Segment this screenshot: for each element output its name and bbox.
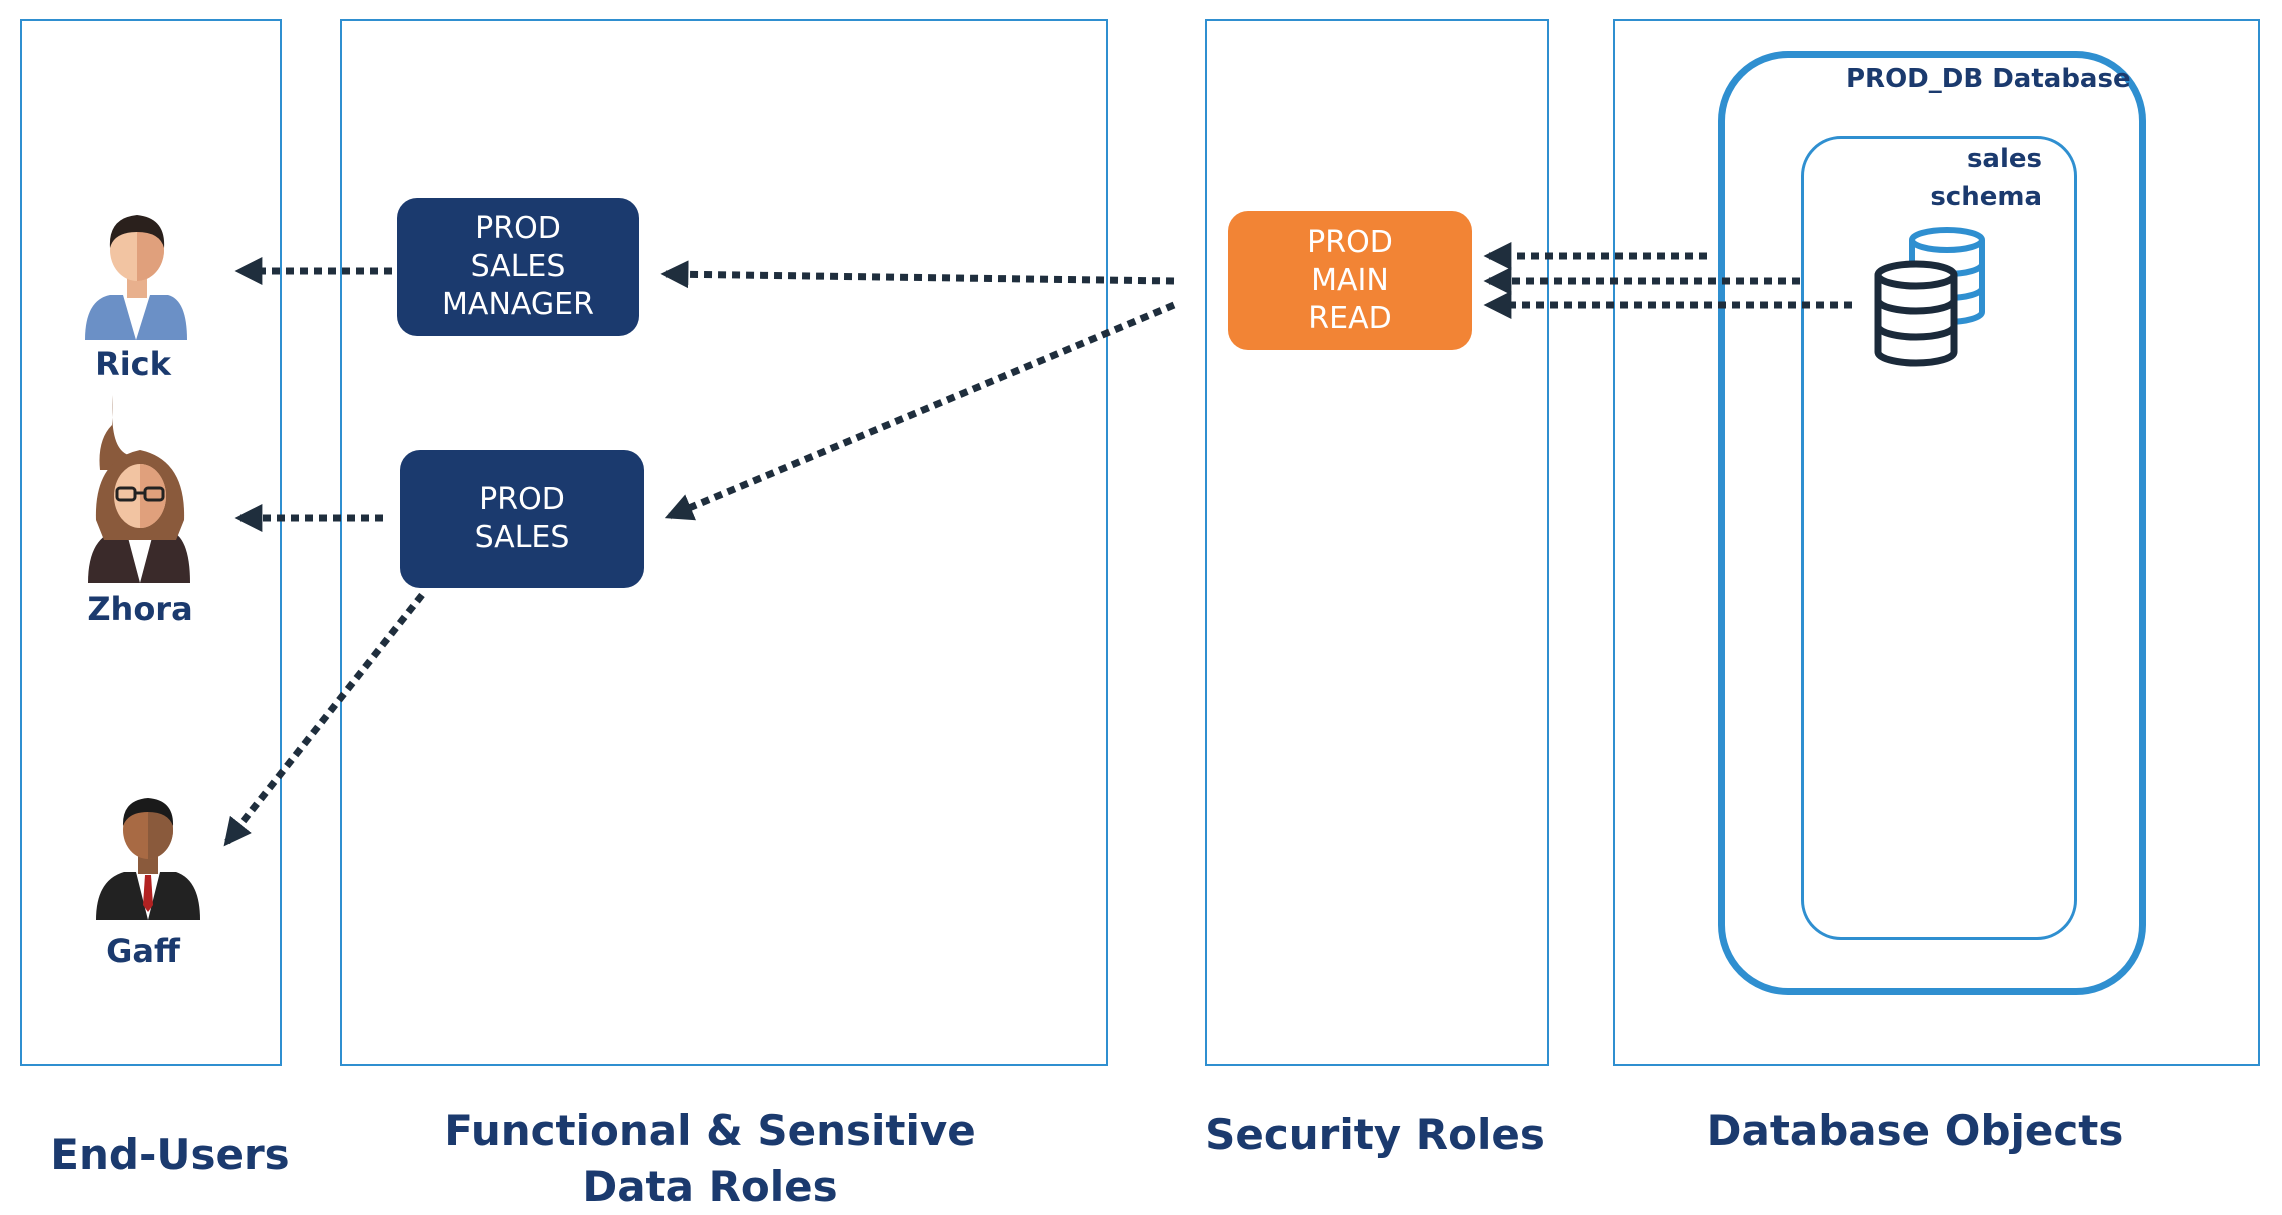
- user-name-rick: Rick: [95, 345, 171, 383]
- prod-db-container: [1718, 51, 2146, 995]
- user-name-zhora: Zhora: [87, 590, 193, 628]
- user-name-gaff: Gaff: [106, 932, 180, 970]
- role-line: SALES: [474, 520, 570, 555]
- schema-title: sales schema: [1930, 140, 2042, 216]
- schema-title-line2: schema: [1930, 182, 2042, 212]
- security-roles-column: [1205, 19, 1549, 1066]
- role-line: MANAGER: [442, 287, 594, 322]
- label-end-users: End-Users: [50, 1130, 290, 1179]
- label-functional-line1: Functional & Sensitive: [444, 1106, 976, 1155]
- db-title: PROD_DB Database: [1846, 64, 2131, 94]
- role-line: MAIN: [1311, 262, 1389, 298]
- role-line: PROD: [479, 482, 565, 517]
- sales-schema-container: [1801, 136, 2077, 940]
- role-prod-sales-manager: PROD SALES MANAGER: [397, 198, 639, 336]
- user-male-icon: [85, 215, 187, 340]
- database-objects-column: [1613, 19, 2260, 1066]
- role-prod-sales: PROD SALES: [400, 450, 644, 588]
- role-line: PROD: [475, 211, 561, 246]
- end-users-column: [20, 19, 282, 1066]
- role-line: SALES: [470, 249, 566, 284]
- label-security-roles: Security Roles: [1205, 1110, 1545, 1159]
- arrow-sales-to-gaff: [223, 592, 425, 847]
- functional-roles-column: [340, 19, 1108, 1066]
- label-database-objects: Database Objects: [1706, 1106, 2124, 1155]
- role-line: PROD: [1307, 224, 1393, 260]
- arrow-mainread-to-sales: [664, 301, 1176, 521]
- label-functional-roles: Functional & Sensitive Data Roles: [410, 1103, 1010, 1215]
- user-businessman-icon: [96, 798, 200, 920]
- role-line: READ: [1308, 300, 1392, 336]
- schema-title-line1: sales: [1966, 144, 2042, 174]
- database-stack-icon: [1874, 227, 1985, 367]
- label-functional-line2: Data Roles: [582, 1162, 838, 1211]
- role-prod-main-read: PROD MAIN READ: [1228, 211, 1472, 350]
- user-female-icon: [88, 395, 190, 583]
- arrow-mainread-to-manager: [660, 260, 1175, 289]
